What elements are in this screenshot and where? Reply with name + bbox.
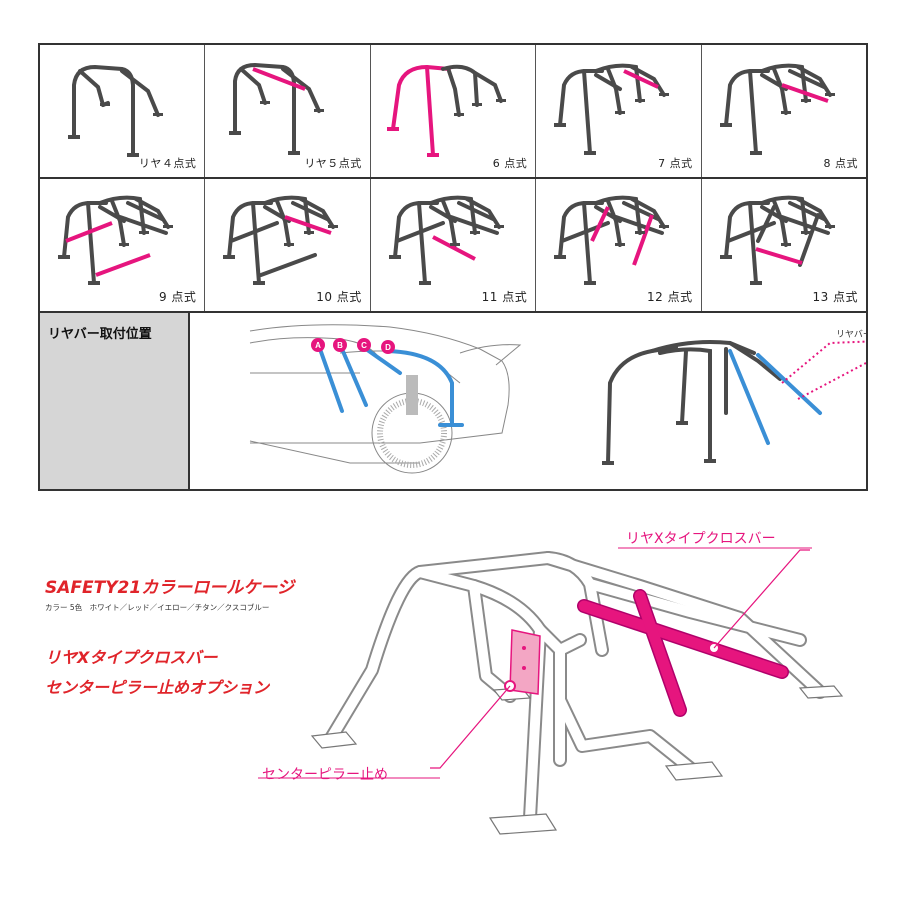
cage-rear5-illustration bbox=[229, 62, 325, 155]
cage-label: 6 点式 bbox=[492, 157, 528, 170]
promo-colors: カラー 5色 ホワイト／レッド／イエロー／チタン／クスコブルー bbox=[45, 603, 270, 612]
cage-variant-9pt: 9 点式 bbox=[40, 179, 206, 311]
cage-7pt-illustration bbox=[554, 63, 670, 155]
cage-13pt-illustration bbox=[719, 195, 835, 285]
cage-10pt-illustration bbox=[223, 195, 339, 285]
cage-6pt-illustration bbox=[386, 64, 506, 157]
cage-label: 13 点式 bbox=[812, 290, 859, 304]
promo-title: SAFETY21カラーロールケージ bbox=[45, 578, 294, 598]
cage-label: 12 点式 bbox=[647, 290, 693, 304]
marker-c: C bbox=[361, 341, 367, 350]
rear-bar-callout: リヤバー bbox=[836, 329, 866, 339]
cage-label: 8 点式 bbox=[823, 157, 859, 170]
cage-variant-12pt: 12 点式 bbox=[536, 179, 702, 311]
marker-a: A bbox=[315, 341, 321, 350]
pillar-callout: センターピラー止め bbox=[262, 767, 388, 783]
cage-variant-rear5: リヤ５点式 bbox=[205, 45, 371, 177]
cage-variant-7pt: 7 点式 bbox=[536, 45, 702, 177]
cage-11pt-illustration bbox=[388, 195, 504, 285]
cage-label: 9 点式 bbox=[158, 290, 197, 304]
promo-option-line2: センターピラー止めオプション bbox=[45, 678, 270, 697]
promo-option-line1: リヤXタイプクロスバー bbox=[45, 648, 218, 667]
cage-label: 11 点式 bbox=[481, 290, 528, 304]
rear-bar-section: リヤバー取付位置 bbox=[40, 313, 866, 489]
rear-bar-cage-illustration: リヤバー bbox=[602, 329, 866, 465]
cage-9pt-illustration bbox=[58, 195, 173, 285]
cage-12pt-illustration bbox=[554, 195, 670, 285]
cage-label: 10 点式 bbox=[316, 290, 362, 304]
main-cage-illustration bbox=[258, 547, 844, 835]
marker-b: B bbox=[337, 341, 343, 350]
cage-variant-11pt: 11 点式 bbox=[371, 179, 537, 311]
cage-row-2: 9 点式 10 点式 bbox=[40, 179, 866, 313]
cage-variant-8pt: 8 点式 bbox=[702, 45, 866, 177]
cage-8pt-illustration bbox=[719, 63, 835, 155]
cage-label: リヤ４点式 bbox=[138, 157, 197, 170]
cage-variant-rear4: リヤ４点式 bbox=[40, 45, 206, 177]
cage-variant-10pt: 10 点式 bbox=[205, 179, 371, 311]
car-rear-illustration: A B C D bbox=[249, 324, 522, 474]
cage-label: 7 点式 bbox=[658, 157, 693, 170]
cage-label: リヤ５点式 bbox=[304, 157, 362, 170]
rear-bar-title: リヤバー取付位置 bbox=[48, 327, 152, 342]
crossbar-callout: リヤXタイプクロスバー bbox=[626, 531, 776, 547]
rear-bar-title-panel: リヤバー取付位置 bbox=[40, 313, 190, 489]
cage-variant-6pt: 6 点式 bbox=[371, 45, 537, 177]
marker-d: D bbox=[385, 343, 391, 352]
cage-variant-13pt: 13 点式 bbox=[702, 179, 866, 311]
rear-bar-illustrations: A B C D bbox=[190, 313, 866, 489]
cage-rear4-illustration bbox=[68, 64, 163, 157]
cage-variants-grid: リヤ４点式 リヤ５点式 bbox=[38, 43, 868, 491]
cage-row-1: リヤ４点式 リヤ５点式 bbox=[40, 45, 866, 179]
